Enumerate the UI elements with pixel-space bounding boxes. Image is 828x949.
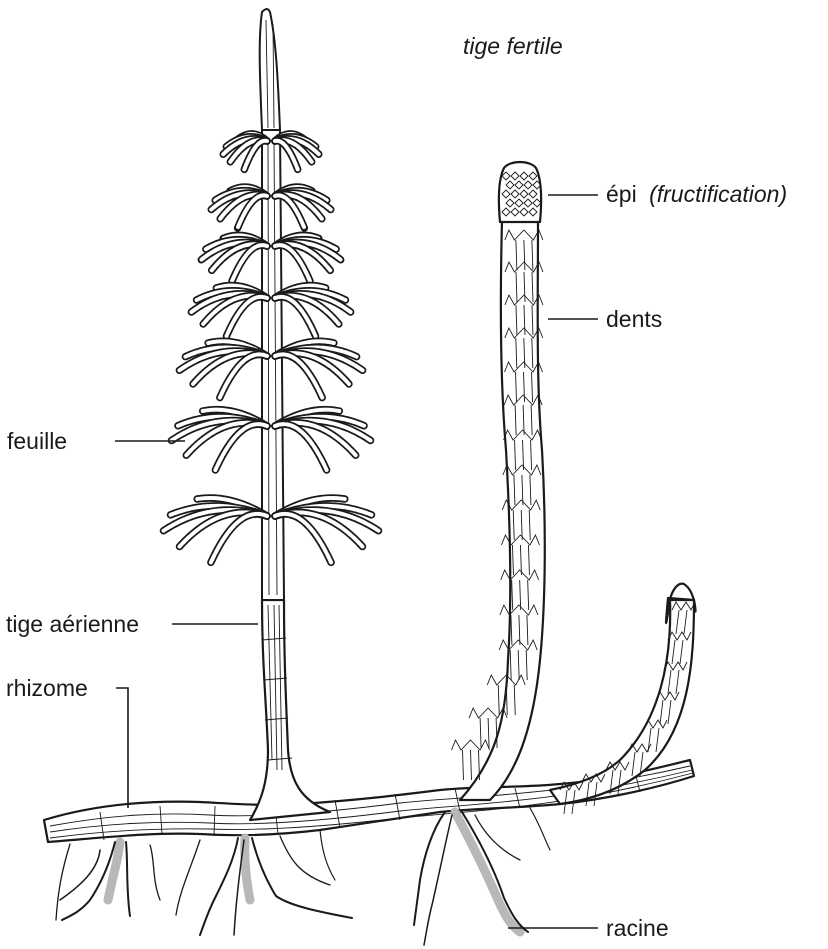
stem-fibre bbox=[488, 718, 489, 748]
rhizome-label: rhizome bbox=[6, 675, 88, 701]
teeth-label: dents bbox=[606, 306, 662, 332]
fertile-stem-label: tige fertile bbox=[463, 33, 563, 59]
root-label: racine bbox=[606, 915, 669, 941]
spike-label: épi (fructification) bbox=[606, 181, 787, 207]
spike-label-note: (fructification) bbox=[649, 181, 787, 207]
stem-fibre bbox=[471, 750, 472, 780]
sheath-teeth bbox=[452, 740, 490, 750]
rhizome-drawing bbox=[44, 760, 694, 842]
spike-label-name: épi bbox=[606, 181, 637, 207]
stem-fibre bbox=[480, 718, 481, 748]
rhizome-leader bbox=[116, 688, 128, 808]
leaf-label: feuille bbox=[7, 428, 67, 454]
stem-fibre bbox=[498, 685, 499, 715]
fertile-stem-drawing bbox=[452, 162, 545, 800]
aerial-stem-label: tige aérienne bbox=[6, 611, 139, 637]
stem-fibre bbox=[463, 750, 464, 780]
